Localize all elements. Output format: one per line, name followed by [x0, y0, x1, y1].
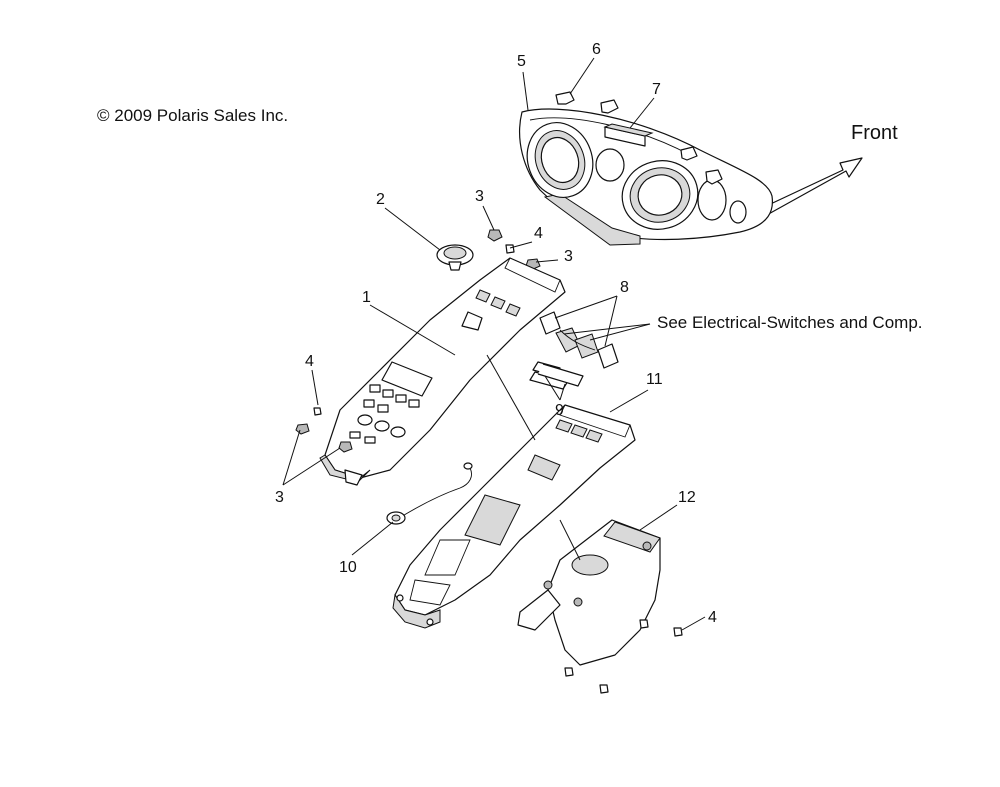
callout-3-top: 3 [475, 188, 484, 205]
callout-8: 8 [620, 279, 629, 296]
callout-3-left: 3 [275, 489, 284, 506]
electrical-note: See Electrical-Switches and Comp. [657, 313, 923, 332]
part-7-block [603, 123, 654, 147]
callout-3-right: 3 [564, 248, 573, 265]
part-6-clips [555, 91, 723, 185]
callout-5: 5 [517, 53, 526, 70]
fasteners-left [295, 407, 353, 453]
part-1-upper-console [319, 257, 566, 486]
front-arrow [761, 157, 863, 217]
callout-1: 1 [362, 289, 371, 306]
callout-10: 10 [339, 559, 357, 576]
callout-9: 9 [555, 402, 564, 419]
callout-2: 2 [376, 191, 385, 208]
callout-4-left: 4 [305, 353, 314, 370]
part-5-gauge-bezel [519, 108, 774, 246]
part-9-retainers [529, 361, 584, 390]
callout-12: 12 [678, 489, 696, 506]
callout-4-bottom: 4 [708, 609, 717, 626]
part-12-side-panel [517, 519, 661, 666]
part-11-lower-console [392, 404, 636, 629]
callout-11: 11 [646, 371, 663, 388]
callout-7: 7 [652, 81, 661, 98]
part-10-cable [386, 462, 473, 525]
callout-4-top: 4 [534, 225, 543, 242]
fasteners-bottom [564, 619, 683, 694]
callout-6: 6 [592, 41, 601, 58]
front-label: Front [851, 122, 898, 144]
part-2-cap [436, 244, 474, 271]
leader-lines [282, 57, 706, 631]
copyright-text: © 2009 Polaris Sales Inc. [97, 106, 288, 125]
